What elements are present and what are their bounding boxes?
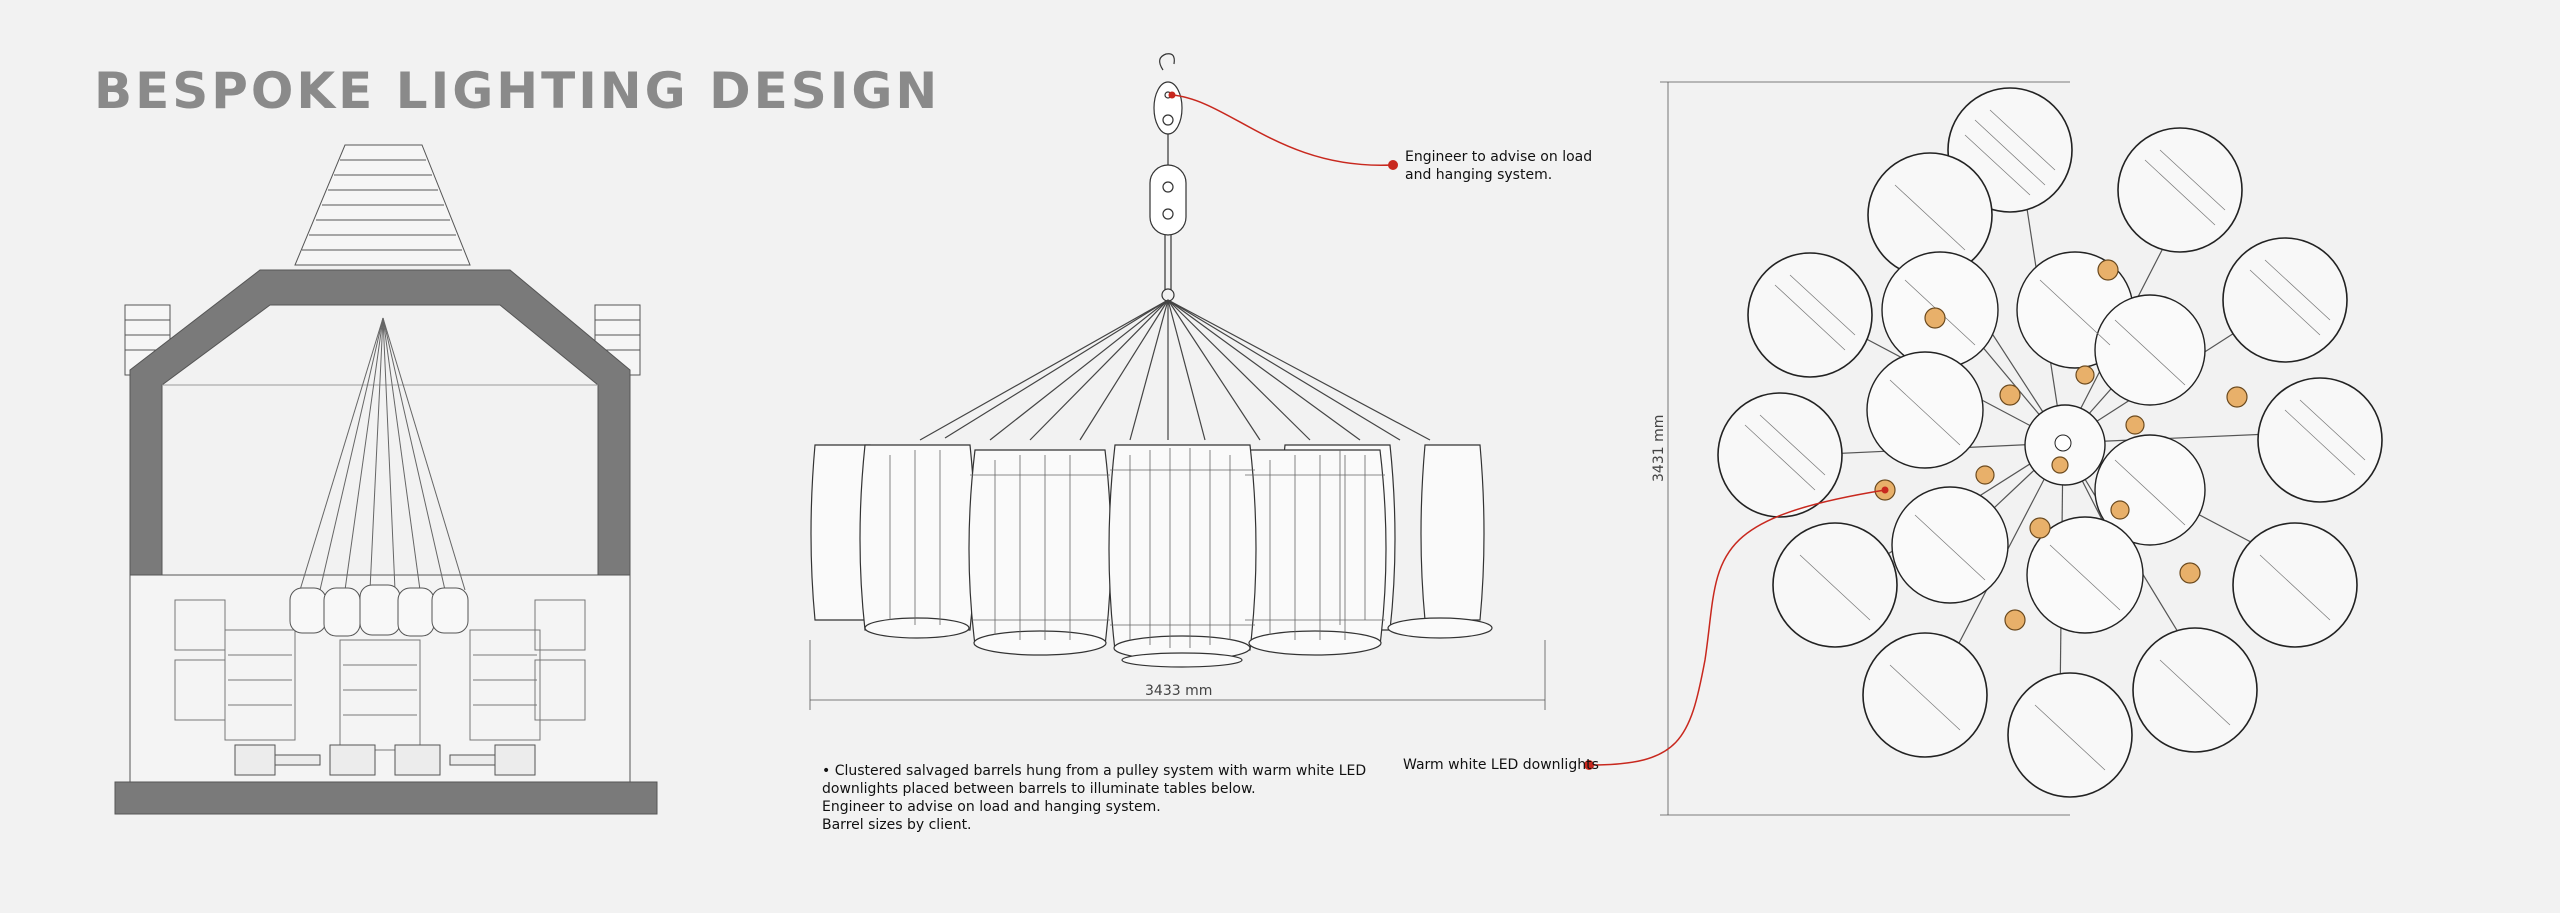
design-description: • Clustered salvaged barrels hung from a… <box>822 762 1366 834</box>
chandelier-mini <box>289 584 469 637</box>
hook <box>1159 53 1175 71</box>
chandelier-cables <box>299 317 466 591</box>
width-dimension <box>809 640 1546 710</box>
load-callout-line <box>1171 94 1393 166</box>
description-line1: • Clustered salvaged barrels hung from a… <box>822 763 1367 779</box>
description-line2: downlights placed between barrels to ill… <box>822 781 1256 797</box>
width-dimension-label: 3433 mm <box>1145 683 1212 699</box>
downlights-callout: Warm white LED downlights <box>1403 757 1599 773</box>
plan-hub <box>2054 434 2072 452</box>
page-title: BESPOKE LIGHTING DESIGN <box>94 62 941 120</box>
load-callout-line2: and hanging system. <box>1405 167 1553 183</box>
floor-slab <box>114 781 658 815</box>
downlights-callout-line <box>1589 489 1886 766</box>
plan-view <box>1660 81 2383 816</box>
height-dimension-label: 3431 mm <box>1651 415 1667 482</box>
load-callout-dot-start <box>1168 91 1176 99</box>
plan-barrel-hatching <box>1744 109 2366 771</box>
description-line3: Engineer to advise on load and hanging s… <box>822 799 1161 815</box>
plan-barrels-inner <box>1866 251 2206 634</box>
downlights-callout-dot-end <box>1584 760 1594 770</box>
pulley-upper <box>1153 81 1183 135</box>
pulley-lower <box>1149 164 1187 236</box>
downlights-callout-dot-start <box>1881 486 1889 494</box>
chandelier-elevation <box>809 53 1546 710</box>
description-line4: Barrel sizes by client. <box>822 817 972 833</box>
building-section <box>114 144 658 815</box>
load-callout: Engineer to advise on load and hanging s… <box>1405 148 1592 184</box>
roof-structure <box>129 269 631 581</box>
barrel-staves <box>889 448 1385 648</box>
led-downlights <box>1874 259 2248 631</box>
furniture <box>234 744 536 776</box>
barrels-elevation <box>810 444 1493 668</box>
hanging-cables <box>919 299 1431 441</box>
load-callout-line1: Engineer to advise on load <box>1405 149 1593 165</box>
wall-panels <box>174 599 586 751</box>
roof-lantern <box>294 144 471 266</box>
load-callout-dot-end <box>1388 160 1398 170</box>
height-dimension <box>1660 81 2070 816</box>
